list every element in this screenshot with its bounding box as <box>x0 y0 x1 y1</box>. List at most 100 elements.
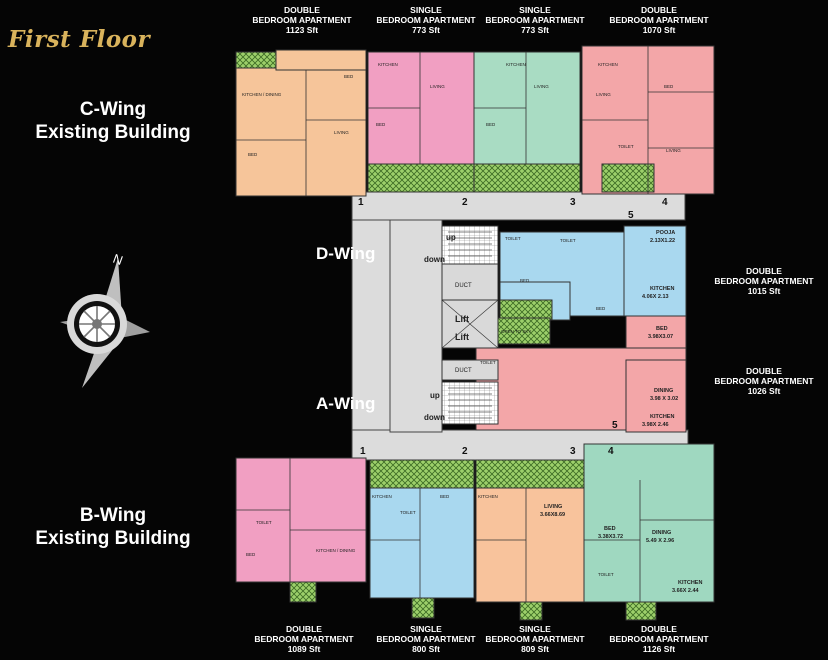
room-kitchen-c3: KITCHEN <box>506 62 526 67</box>
unit-type: SINGLE <box>519 5 551 15</box>
unit-type: SINGLE <box>410 5 442 15</box>
room-living-b3-dim: 3.66X8.69 <box>540 512 565 518</box>
room-bed-d: BED <box>520 278 530 283</box>
room-living-c2: LIVING <box>430 84 445 89</box>
room-bed-d2: BED <box>596 306 606 311</box>
unit-label-c4: DOUBLE BEDROOM APARTMENT 1070 Sft <box>599 5 719 35</box>
c-wing-subtitle: Existing Building <box>35 122 191 143</box>
unit-name: BEDROOM APARTMENT <box>609 15 709 25</box>
room-living-c4: LIVING <box>596 92 611 97</box>
unit-label-c3: SINGLE BEDROOM APARTMENT 773 Sft <box>475 5 595 35</box>
unit-label-b2: SINGLE BEDROOM APARTMENT 800 Sft <box>366 624 486 654</box>
b-wing-name: B-Wing <box>79 505 147 526</box>
unit-area: 809 Sft <box>521 644 549 654</box>
unit-name: BEDROOM APARTMENT <box>714 376 814 386</box>
room-toilet-b2: TOILET <box>400 510 416 515</box>
unit-name: BEDROOM APARTMENT <box>376 634 476 644</box>
door-number-b4: 4 <box>608 446 614 457</box>
lift-label-bottom: Lift <box>455 332 469 342</box>
a-wing-units <box>475 347 687 433</box>
room-pooja-d: POOJA <box>656 230 675 236</box>
unit-name: BEDROOM APARTMENT <box>714 276 814 286</box>
door-number-a5: 5 <box>612 420 618 431</box>
unit-b2 <box>369 487 475 599</box>
room-bed-c2: BED <box>376 122 386 127</box>
unit-area: 1089 Sft <box>287 644 321 654</box>
c-wing-label: C-Wing Existing Building <box>8 98 218 144</box>
room-living-c1: LIVING <box>334 130 349 135</box>
door-number-c1: 1 <box>358 197 364 208</box>
b-wing-subtitle: Existing Building <box>35 528 191 549</box>
room-bed-b1: BED <box>246 552 256 557</box>
c-wing-name: C-Wing <box>79 99 147 120</box>
unit-label-b3: SINGLE BEDROOM APARTMENT 809 Sft <box>475 624 595 654</box>
room-bed-d3: BED <box>656 326 668 332</box>
unit-name: BEDROOM APARTMENT <box>485 15 585 25</box>
d-wing-label: D-Wing <box>316 244 376 263</box>
open-to-sky-label: OPEN TO SKY <box>501 329 531 334</box>
room-bed-c4: BED <box>664 84 674 89</box>
room-toilet-d: TOILET <box>505 236 521 241</box>
room-kitchen-dining-c1: KITCHEN / DINING <box>242 92 282 97</box>
d-wing-units <box>499 225 687 361</box>
room-living-c3: LIVING <box>534 84 549 89</box>
b-wing-label: B-Wing Existing Building <box>8 504 218 550</box>
unit-label-b1: DOUBLE BEDROOM APARTMENT 1089 Sft <box>244 624 364 654</box>
room-dining-b4-dim: 5.49 X 2.96 <box>646 538 674 544</box>
room-bed-c3: BED <box>486 122 496 127</box>
a-wing-label: A-Wing <box>316 394 376 413</box>
door-number-b3: 3 <box>570 446 576 457</box>
room-bed-d3-dim: 3.98X3.07 <box>648 334 673 340</box>
unit-name: BEDROOM APARTMENT <box>254 634 354 644</box>
unit-type: DOUBLE <box>286 624 322 634</box>
unit-area: 1126 Sft <box>642 644 676 654</box>
unit-c1 <box>235 67 367 197</box>
unit-name: BEDROOM APARTMENT <box>485 634 585 644</box>
unit-area: 1015 Sft <box>747 286 781 296</box>
stair-down-label-bottom: down <box>424 413 445 422</box>
room-bed-c1: BED <box>248 152 258 157</box>
unit-area: 1123 Sft <box>285 25 319 35</box>
door-number-c3: 3 <box>570 197 576 208</box>
room-toilet-a: TOILET <box>480 360 496 365</box>
duct-label-top: DUCT <box>455 283 472 289</box>
room-toilet-c4: TOILET <box>618 144 634 149</box>
room-toilet-b4: TOILET <box>598 572 614 577</box>
room-dining-a-dim: 3.98 X 3.02 <box>650 396 678 402</box>
unit-name: BEDROOM APARTMENT <box>252 15 352 25</box>
room-living-c4b: LIVING <box>666 148 681 153</box>
room-kitchen-b4-dim: 3.66X 2.44 <box>672 588 700 594</box>
unit-type: SINGLE <box>410 624 442 634</box>
stair-down-label-top: down <box>424 255 445 264</box>
unit-b4 <box>583 443 715 603</box>
room-kitchen-c2: KITCHEN <box>378 62 398 67</box>
unit-area: 1026 Sft <box>747 386 781 396</box>
unit-type: DOUBLE <box>746 366 782 376</box>
door-number-b1: 1 <box>360 446 366 457</box>
door-number-c2: 2 <box>462 197 468 208</box>
c-wing-units <box>235 45 715 197</box>
unit-b1 <box>235 457 367 583</box>
room-kitchen-c4: KITCHEN <box>598 62 618 67</box>
unit-type: DOUBLE <box>746 266 782 276</box>
unit-name: BEDROOM APARTMENT <box>376 15 476 25</box>
b-wing-units <box>235 443 715 621</box>
room-kitchen-b1: KITCHEN / DINING <box>316 548 356 553</box>
stair-up-label-bottom: up <box>430 391 440 400</box>
room-bed-b2: BED <box>440 494 450 499</box>
unit-type: DOUBLE <box>284 5 320 15</box>
unit-area: 1070 Sft <box>642 25 676 35</box>
room-pooja-d-dim: 2.13X1.22 <box>650 238 675 244</box>
b-wing-walls <box>236 458 714 602</box>
compass <box>60 258 150 388</box>
stair-up-label-top: up <box>446 233 456 242</box>
unit-label-b4: DOUBLE BEDROOM APARTMENT 1126 Sft <box>599 624 719 654</box>
room-toilet-b1: TOILET <box>256 520 272 525</box>
room-kitchen-d: KITCHEN <box>650 286 674 292</box>
room-kitchen-b2: KITCHEN <box>372 494 392 499</box>
door-number-d5: 5 <box>628 210 634 221</box>
unit-area: 800 Sft <box>412 644 440 654</box>
duct-label-bottom: DUCT <box>455 368 472 374</box>
unit-label-c2: SINGLE BEDROOM APARTMENT 773 Sft <box>366 5 486 35</box>
